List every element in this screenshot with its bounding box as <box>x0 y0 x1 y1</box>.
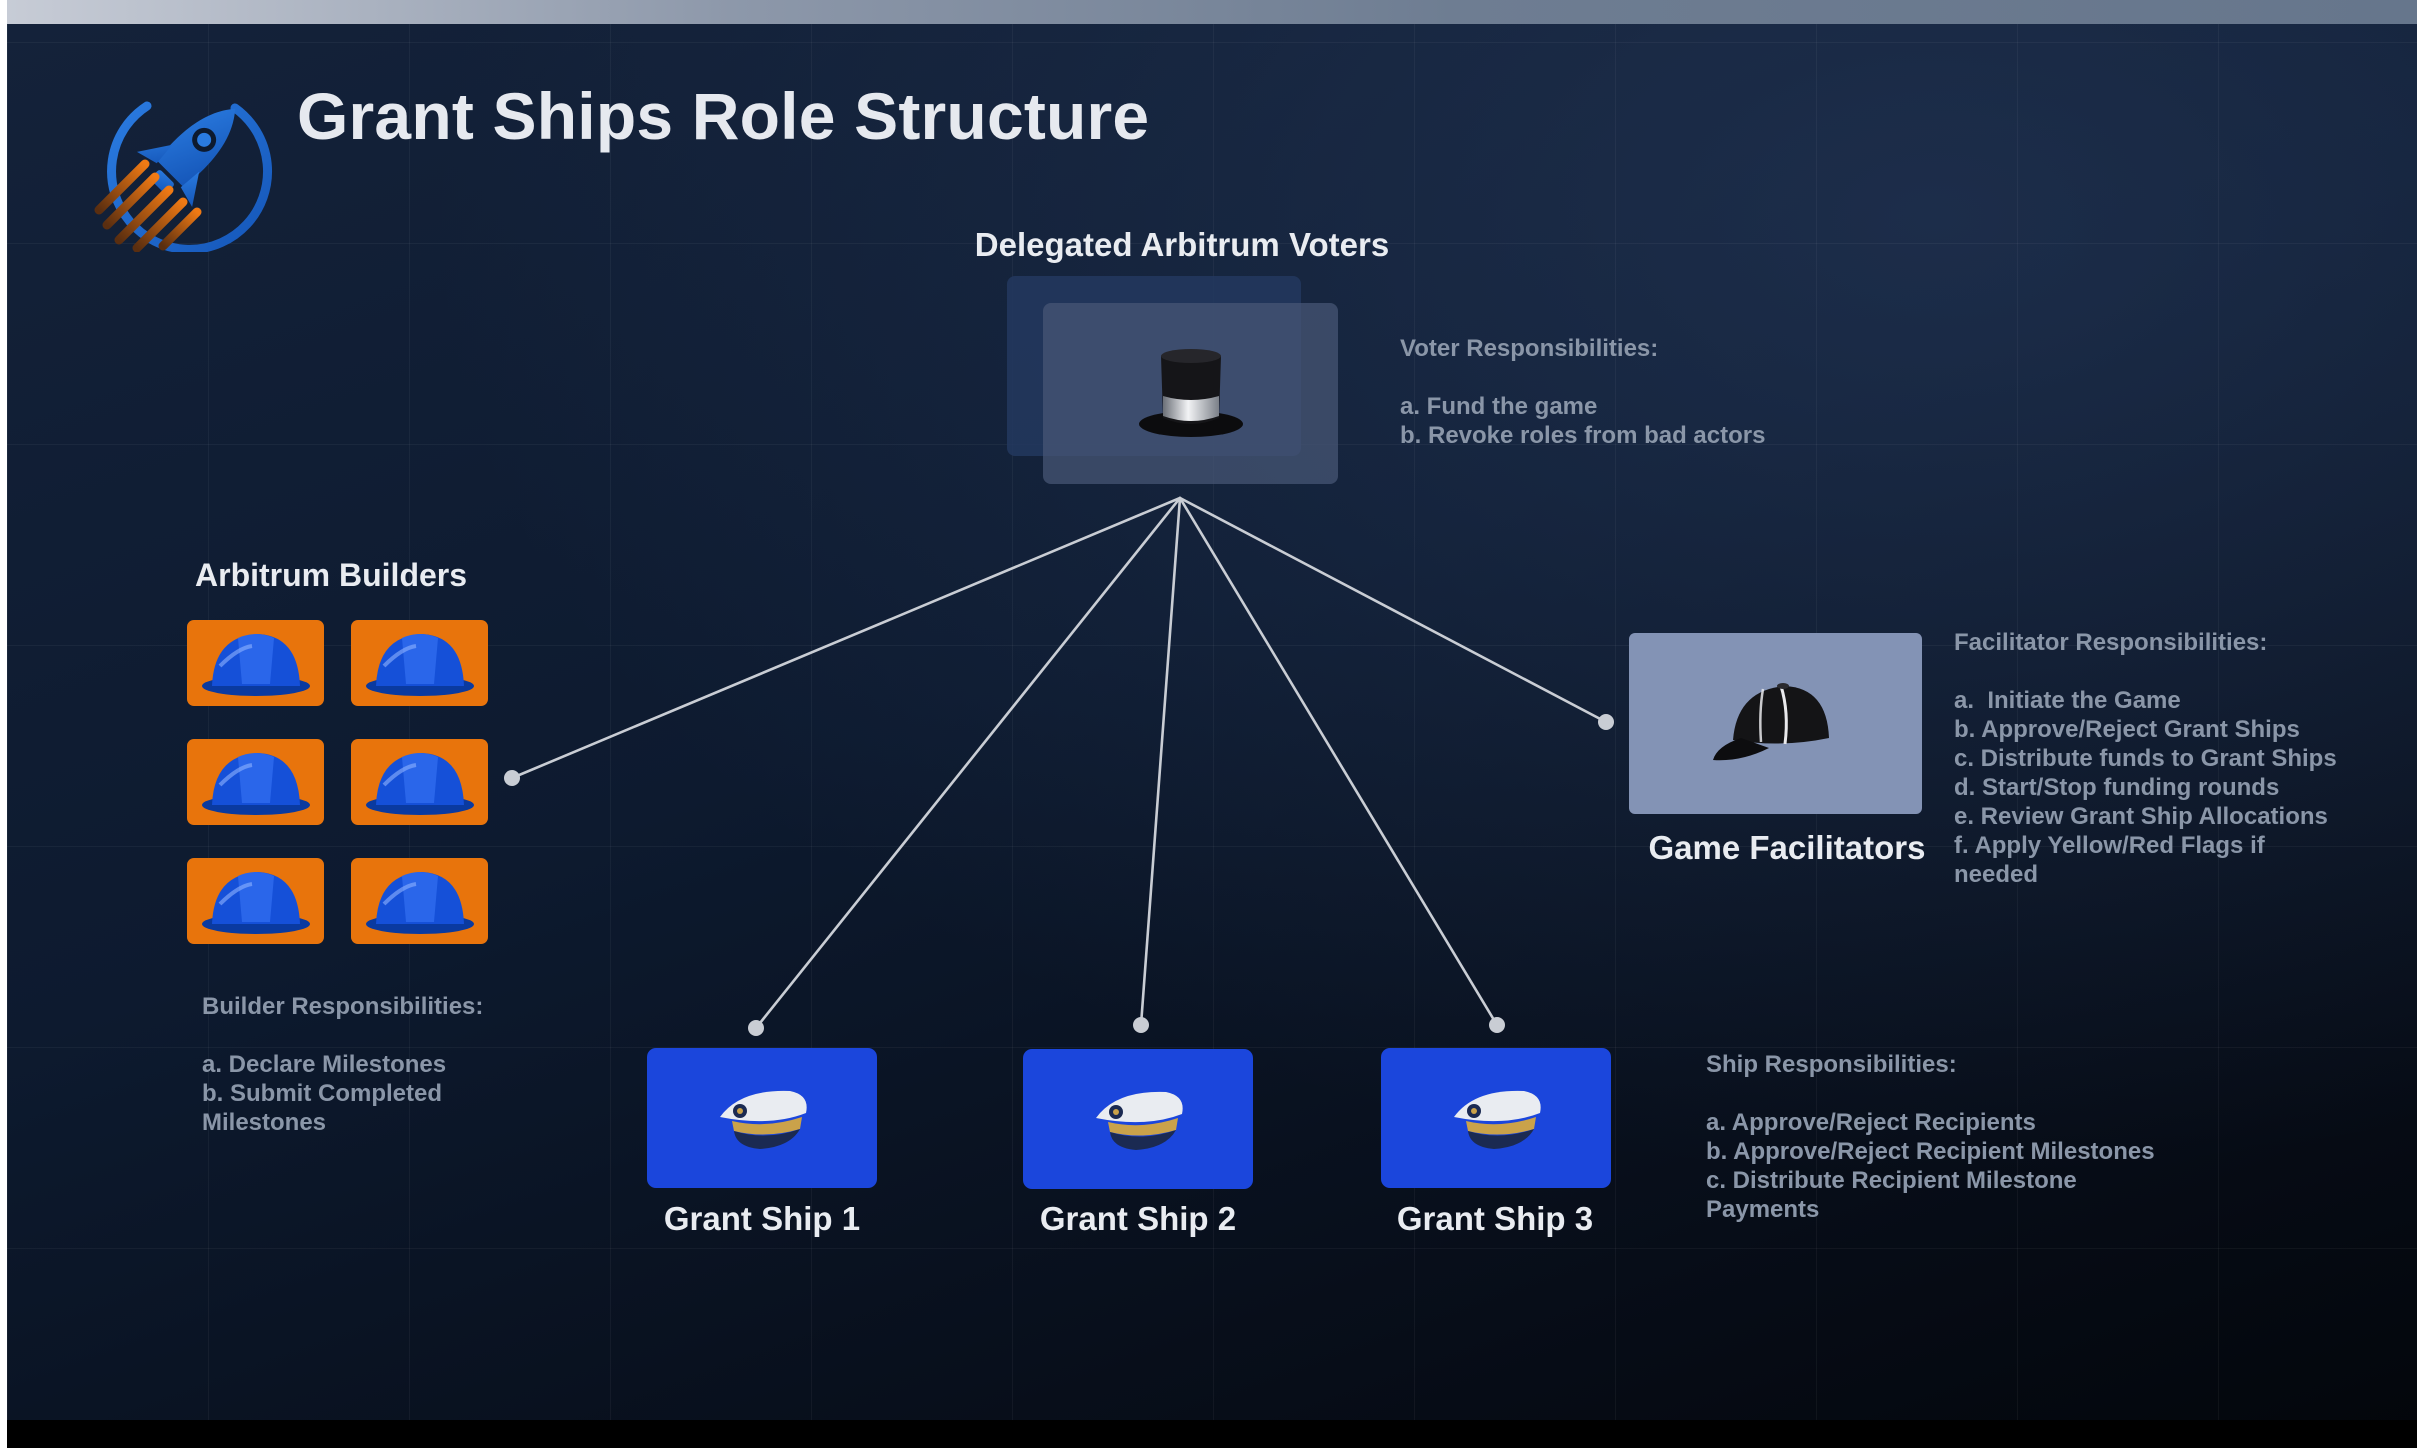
diagram-canvas: Grant Ships Role Structure Delegated Arb… <box>7 0 2417 1448</box>
top-hat-icon <box>1138 348 1243 437</box>
captain-hat-icon <box>1096 1091 1183 1150</box>
builder-responsibilities: Builder Responsibilities: a. Declare Mil… <box>202 992 522 1137</box>
connector-lines <box>504 496 1614 1036</box>
ship-responsibility-item: a. Approve/Reject Recipients <box>1706 1109 2036 1136</box>
connector-endpoint-ship-1 <box>748 1020 764 1036</box>
builders-grid <box>187 620 488 944</box>
builder-tile <box>351 739 488 825</box>
hard-hat-icon <box>365 753 474 815</box>
connector-endpoint-facilitators <box>1598 714 1614 730</box>
connector-endpoint-builders <box>504 770 520 786</box>
grant-ship-1-card <box>647 1048 877 1188</box>
hard-hat-icon <box>201 872 310 934</box>
facilitator-responsibility-item: f. Apply Yellow/Red Flags if needed <box>1954 832 2265 888</box>
ship-responsibilities: Ship Responsibilities: a. Approve/Reject… <box>1706 1050 2226 1224</box>
voter-responsibilities-heading: Voter Responsibilities: <box>1400 335 1659 362</box>
voter-responsibility-item: a. Fund the game <box>1400 393 1598 420</box>
hard-hat-icon <box>365 872 474 934</box>
ship-responsibility-item: c. Distribute Recipient Milestone Paymen… <box>1706 1167 2077 1223</box>
bottom-bar <box>7 1420 2417 1448</box>
top-gradient-bar <box>7 0 2417 24</box>
grant-ship-2-card <box>1023 1049 1253 1189</box>
connector-endpoint-ship-2 <box>1133 1017 1149 1033</box>
facilitator-responsibility-item: d. Start/Stop funding rounds <box>1954 774 2280 801</box>
ship-responsibilities-heading: Ship Responsibilities: <box>1706 1051 1957 1078</box>
connector-voters-ship-1 <box>754 496 1182 1030</box>
voters-label: Delegated Arbitrum Voters <box>974 226 1390 263</box>
baseball-cap-icon <box>1712 682 1829 760</box>
grant-ship-2-label: Grant Ship 2 <box>1039 1200 1237 1237</box>
facilitator-responsibility-item: e. Review Grant Ship Allocations <box>1954 803 2328 830</box>
builder-tile <box>351 620 488 706</box>
builders-label: Arbitrum Builders <box>195 557 468 593</box>
voters-card <box>1043 303 1338 484</box>
connector-voters-ship-3 <box>1178 496 1499 1027</box>
builder-tile <box>187 620 324 706</box>
rocket-logo-icon <box>94 101 273 252</box>
ship-responsibility-item: b. Approve/Reject Recipient Milestones <box>1706 1138 2155 1165</box>
builder-tile <box>187 739 324 825</box>
captain-hat-icon <box>720 1090 807 1149</box>
facilitator-responsibilities: Facilitator Responsibilities: a. Initiat… <box>1954 628 2394 889</box>
hard-hat-icon <box>365 634 474 696</box>
page-title: Grant Ships Role Structure <box>297 79 1150 153</box>
facilitator-responsibility-item: b. Approve/Reject Grant Ships <box>1954 716 2300 743</box>
captain-hat-icon <box>1454 1090 1541 1149</box>
background-grid <box>7 0 2417 1448</box>
grant-ship-3-label: Grant Ship 3 <box>1396 1200 1594 1237</box>
hard-hat-icon <box>201 634 310 696</box>
facilitator-responsibility-item: a. Initiate the Game <box>1954 687 2181 714</box>
facilitators-card <box>1629 633 1922 814</box>
grant-ship-1-label: Grant Ship 1 <box>663 1200 861 1237</box>
facilitator-responsibility-item: c. Distribute funds to Grant Ships <box>1954 745 2337 772</box>
hard-hat-icon <box>201 753 310 815</box>
builder-responsibility-item: a. Declare Milestones <box>202 1051 447 1078</box>
voter-responsibility-item: b. Revoke roles from bad actors <box>1400 422 1766 449</box>
connector-voters-ship-2 <box>1139 496 1182 1027</box>
connector-endpoint-ship-3 <box>1489 1017 1505 1033</box>
builder-tile <box>187 858 324 944</box>
connector-voters-builders <box>510 496 1182 780</box>
builder-tile <box>351 858 488 944</box>
facilitators-label: Game Facilitators <box>1648 829 1926 866</box>
builder-responsibility-item: b. Submit Completed Milestones <box>202 1080 442 1136</box>
connector-voters-facilitators <box>1178 496 1608 724</box>
voter-responsibilities: Voter Responsibilities: a. Fund the game… <box>1400 334 1820 450</box>
builder-responsibilities-heading: Builder Responsibilities: <box>202 993 484 1020</box>
grant-ship-3-card <box>1381 1048 1611 1188</box>
facilitator-responsibilities-heading: Facilitator Responsibilities: <box>1954 629 2268 656</box>
